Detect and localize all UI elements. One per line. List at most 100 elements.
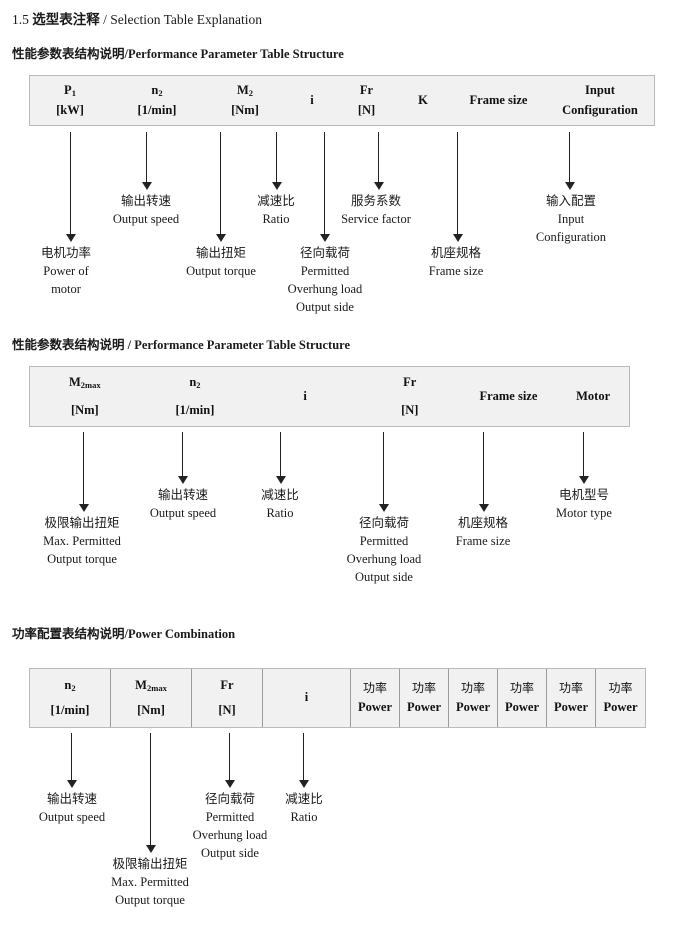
annotation-frame-size-en-1: Frame size [428,264,484,279]
annotation-max-permitted-output-torque-cn: 极限输出扭矩 [44,515,120,530]
table1-col-fr-symbol: Fr [359,83,374,98]
arrow-to-motor-type [578,432,589,484]
table3-col-m2max-unit: [Nm] [137,703,165,717]
table3-col-power-1-en: Power [357,699,392,714]
annotation-max-permitted-output-torque-3-en-2: Output torque [115,893,185,908]
annotation-overhung-load-3: 径向载荷 Permitted Overhung load Output side [172,790,288,863]
arrow-to-ratio-3 [298,733,309,788]
arrow-to-input-configuration [564,132,575,190]
section-2-heading-en: Performance Parameter Table Structure [134,338,351,352]
table1-col-i-symbol: i [310,92,314,107]
annotation-input-configuration: 输入配置 Input Configuration [510,192,632,246]
section-1-heading: 性能参数表结构说明/Performance Parameter Table St… [12,43,344,62]
section-3-heading-cn: 功率配置表结构说明 [12,626,125,641]
section-1-heading-en: Performance Parameter Table Structure [128,47,344,61]
annotation-overhung-load-cn: 径向载荷 [299,245,350,260]
table1-col-frame-size-label: Frame size [469,92,528,107]
annotation-motor-type-en-1: Motor type [556,506,612,521]
annotation-overhung-load-2-en-2: Overhung load [346,552,422,567]
annotation-motor-type-cn: 电机型号 [558,487,609,502]
section-3-heading: 功率配置表结构说明/Power Combination [12,623,235,642]
arrow-to-frame-size [452,132,463,242]
annotation-power-of-motor-en-2: motor [51,282,81,297]
section-3-heading-sep: / [124,627,128,641]
table2-col-i: i [250,367,360,426]
annotation-service-factor-cn: 服务系数 [350,193,401,208]
arrow-to-overhung-load [319,132,330,242]
table2-col-n2: n2 [1/min] [140,367,251,426]
table3-col-n2: n2 [1/min] [30,669,111,727]
arrow-to-power-of-motor [65,132,76,242]
table2-col-frame-size: Frame size [460,367,558,426]
annotation-power-of-motor-en-1: Power of [43,264,89,279]
table1-col-p1-symbol: P [64,83,72,98]
annotation-frame-size-2-cn: 机座规格 [457,515,508,530]
page-title-number: 1.5 [12,12,29,27]
annotation-overhung-load-3-en-1: Permitted [205,810,255,825]
table2-col-fr-symbol: Fr [403,375,417,390]
table2-col-fr-unit: [N] [401,402,419,417]
performance-parameter-table-2: M2max [Nm] n2 [1/min] i Fr [N] Frame siz… [29,366,630,427]
table1-col-fr-unit: [N] [357,102,376,117]
annotation-frame-size-2-en-1: Frame size [455,534,511,549]
annotation-ratio-en-1: Ratio [262,212,290,227]
table3-col-power-1: 功率 Power [351,669,400,727]
arrow-to-output-speed [141,132,152,190]
annotation-max-permitted-output-torque-3-cn: 极限输出扭矩 [112,856,188,871]
table3-col-power-4-cn: 功率 [509,681,534,696]
annotation-ratio-2-cn: 减速比 [261,487,299,502]
annotation-overhung-load-3-cn: 径向载荷 [204,791,255,806]
table1-col-input-configuration: Input Configuration [546,76,654,125]
table1-col-n2-sub: 2 [158,88,163,99]
table1-col-p1-sub: 1 [71,88,76,99]
annotation-ratio-3-en-1: Ratio [290,810,318,825]
table1-col-k-symbol: K [418,92,428,107]
table2-col-motor-label: Motor [576,388,611,403]
annotation-ratio-2: 减速比 Ratio [230,486,330,522]
table1-col-k: K [395,76,451,125]
table3-col-i-symbol: i [304,690,309,705]
section-2-heading-sep: / [127,338,132,352]
table3-col-power-3-en: Power [455,699,490,714]
table3-col-power-3-cn: 功率 [460,681,485,696]
section-1-heading-sep: / [124,47,128,61]
section-2-heading-cn: 性能参数表结构说明 [12,337,125,352]
table1-col-n2: n2 [1/min] [110,76,204,125]
annotation-ratio: 减速比 Ratio [226,192,326,228]
table1-col-input-configuration-line1: Input [585,83,615,98]
arrow-to-max-permitted-output-torque-3 [145,733,156,853]
annotation-ratio-3-cn: 减速比 [285,791,323,806]
annotation-overhung-load-2: 径向载荷 Permitted Overhung load Output side [326,514,442,587]
annotation-max-permitted-output-torque-3: 极限输出扭矩 Max. Permitted Output torque [90,855,210,909]
annotation-ratio-cn: 减速比 [257,193,295,208]
section-3-heading-en: Power Combination [128,627,236,641]
annotation-overhung-load-3-en-2: Overhung load [192,828,268,843]
annotation-frame-size-2: 机座规格 Frame size [427,514,539,550]
page-title-separator: / [103,12,107,27]
table3-col-power-6: 功率 Power [596,669,645,727]
table1-col-p1: P1 [kW] [30,76,110,125]
arrow-to-overhung-load-3 [224,733,235,788]
annotation-max-permitted-output-torque: 极限输出扭矩 Max. Permitted Output torque [22,514,142,568]
table3-col-power-4-en: Power [504,699,539,714]
table1-col-m2-symbol: M [236,83,249,98]
annotation-overhung-load-en-2: Overhung load [287,282,363,297]
annotation-output-torque-en-1: Output torque [186,264,256,279]
annotation-input-configuration-en-2: Configuration [535,230,607,245]
page-title-cn: 选型表注释 [32,12,100,28]
table3-col-m2max: M2max [Nm] [111,669,192,727]
annotation-ratio-3: 减速比 Ratio [254,790,354,826]
table1-col-input-configuration-line2: Configuration [562,102,638,117]
table1-col-n2-unit: [1/min] [137,102,177,117]
table3-col-power-1-cn: 功率 [362,681,387,696]
arrow-to-overhung-load-2 [378,432,389,512]
table2-col-n2-symbol: n [189,375,197,390]
table3-col-power-5: 功率 Power [547,669,596,727]
annotation-power-of-motor-cn: 电机功率 [40,245,91,260]
annotation-output-speed-cn: 输出转速 [120,193,171,208]
annotation-output-speed-3-en-1: Output speed [38,810,106,825]
annotation-max-permitted-output-torque-en-1: Max. Permitted [43,534,121,549]
table1-col-n2-symbol: n [151,83,159,98]
annotation-input-configuration-en-1: Input [557,212,585,227]
table2-col-fr: Fr [N] [360,367,460,426]
